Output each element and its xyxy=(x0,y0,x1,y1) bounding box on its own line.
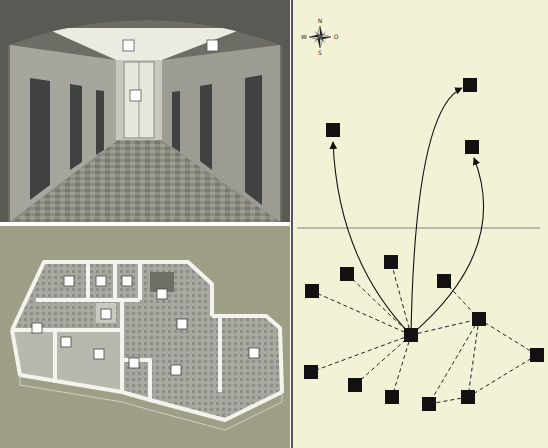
compass-letter: S xyxy=(318,50,322,56)
compass-letter: N xyxy=(318,18,323,24)
map-panel xyxy=(292,0,548,448)
compass-letter: O xyxy=(334,34,339,40)
compass-rose xyxy=(309,26,331,48)
floorplan-render xyxy=(0,226,290,448)
corridor-render xyxy=(0,0,290,222)
compass-letter: W xyxy=(301,34,307,40)
